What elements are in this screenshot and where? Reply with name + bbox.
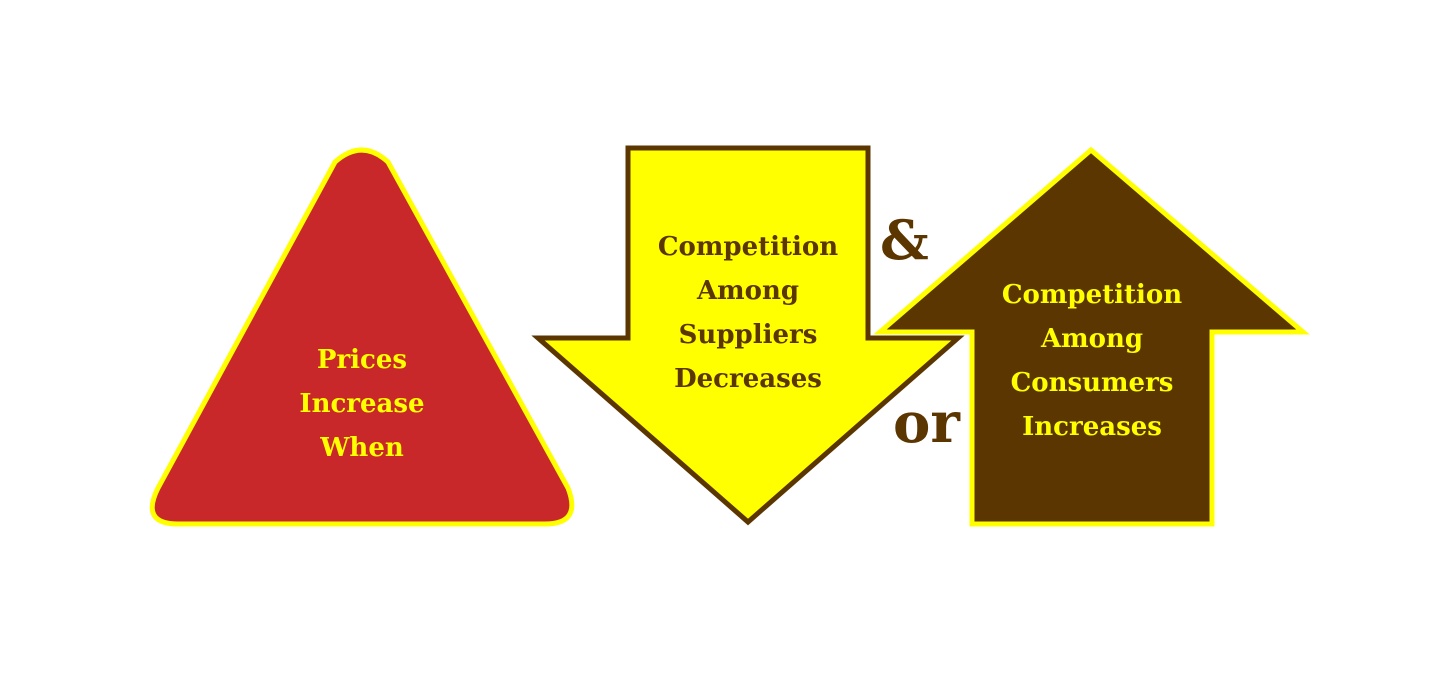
down-arrow-line-2: Among	[696, 276, 800, 306]
down-arrow-line-3: Suppliers	[678, 320, 818, 350]
up-arrow-line-2: Among	[1040, 324, 1144, 354]
red-triangle	[149, 147, 575, 527]
up-arrow	[873, 146, 1310, 527]
up-arrow-line-4: Increases	[1022, 412, 1162, 442]
down-arrow	[531, 145, 965, 526]
up-arrow-label: Competition Among Consumers Increases	[982, 273, 1202, 449]
triangle-line-2: Increase	[299, 389, 425, 419]
down-arrow-line-1: Competition	[657, 232, 839, 262]
or-conjunction: or	[893, 390, 960, 456]
up-arrow-line-1: Competition	[1001, 280, 1183, 310]
ampersand-conjunction: &	[880, 208, 929, 272]
triangle-line-3: When	[320, 433, 404, 463]
down-arrow-label: Competition Among Suppliers Decreases	[638, 225, 858, 401]
triangle-label: Prices Increase When	[262, 338, 462, 470]
triangle-line-1: Prices	[316, 345, 408, 375]
up-arrow-line-3: Consumers	[1010, 368, 1174, 398]
down-arrow-line-4: Decreases	[674, 364, 822, 394]
